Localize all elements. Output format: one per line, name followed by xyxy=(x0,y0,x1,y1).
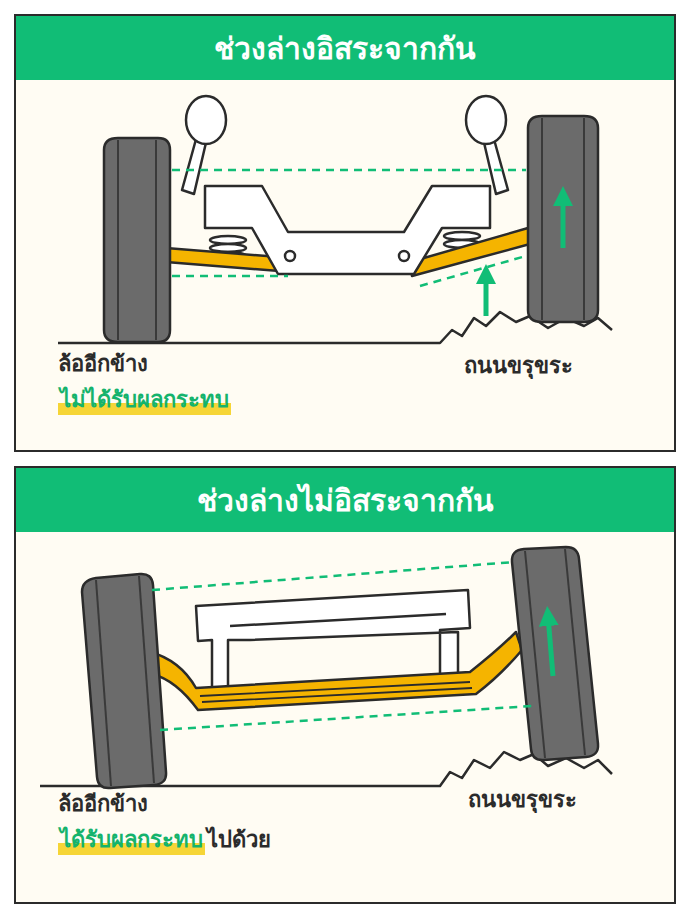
tire xyxy=(104,138,170,342)
tread xyxy=(118,118,584,340)
tread-groove xyxy=(96,580,111,786)
pivot xyxy=(399,251,409,261)
dashed-line xyxy=(420,256,526,286)
up-arrow xyxy=(561,196,566,248)
reference-lines xyxy=(172,170,563,316)
tread-groove xyxy=(117,140,119,340)
frame-edge xyxy=(230,614,446,626)
tire xyxy=(512,547,598,760)
panel-ground xyxy=(14,466,676,904)
tread-groove xyxy=(139,576,154,783)
text-label: ล้ออีกข้าง xyxy=(58,350,148,379)
panel-ground xyxy=(14,14,676,452)
subframe xyxy=(205,186,490,274)
reference-lines xyxy=(152,562,553,730)
up-arrow xyxy=(548,616,553,676)
axle xyxy=(150,632,522,710)
axle-line xyxy=(200,682,472,702)
tread-groove xyxy=(155,140,157,340)
panel-box: ช่วงล่างไม่อิสระจากกันล้ออีกข้างได้รับผล… xyxy=(14,466,676,904)
tire xyxy=(528,116,598,322)
text-label: ล้ออีกข้าง xyxy=(58,790,148,819)
dashed-line xyxy=(152,562,514,590)
header-band: ช่วงล่างไม่อิสระจากกัน xyxy=(16,468,674,532)
dashed-line xyxy=(160,706,532,730)
text-label: ถนนขรุขระ xyxy=(468,786,577,815)
rigid-axle xyxy=(40,547,612,788)
tread-groove xyxy=(525,551,545,758)
tread xyxy=(96,549,585,786)
shock-top xyxy=(186,96,226,144)
tire xyxy=(82,574,166,788)
tread-groove xyxy=(583,118,585,320)
dashed-line xyxy=(172,169,526,172)
independent-suspension xyxy=(58,96,612,343)
header-band: ช่วงล่างอิสระจากกัน xyxy=(16,16,674,80)
up-arrow xyxy=(484,274,489,316)
text-label: ถนนขรุขระ xyxy=(464,352,573,381)
panel-title: ช่วงล่างอิสระจากกัน xyxy=(214,25,476,72)
panel-title: ช่วงล่างไม่อิสระจากกัน xyxy=(197,477,494,524)
pivot xyxy=(285,251,295,261)
dashed-line xyxy=(172,275,288,278)
tread-groove xyxy=(541,118,543,320)
panel-box: ช่วงล่างอิสระจากกันล้ออีกข้างไม่ได้รับผล… xyxy=(14,14,676,452)
highlight-label: ได้รับผลกระทบ xyxy=(58,826,205,855)
shock-top xyxy=(466,96,506,144)
highlight-label: ไม่ได้รับผลกระทบ xyxy=(58,386,231,415)
tread-groove xyxy=(565,549,585,755)
text-label: ไปด้วย xyxy=(207,826,271,855)
